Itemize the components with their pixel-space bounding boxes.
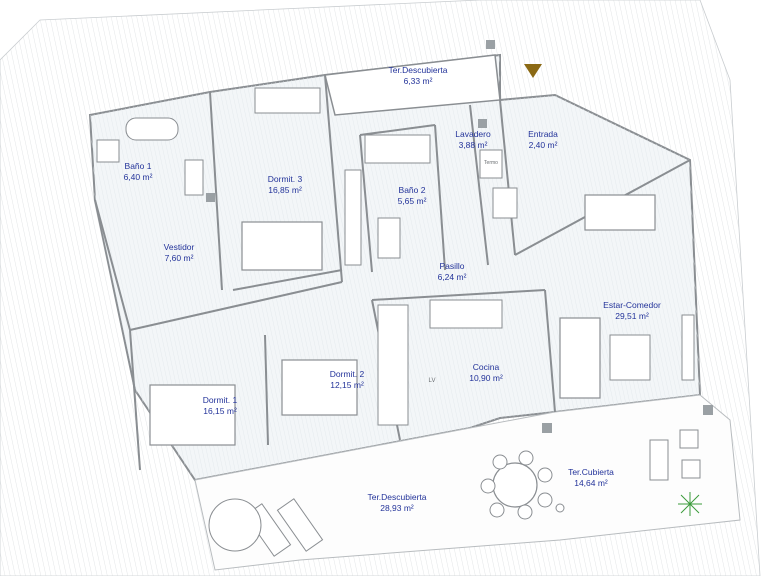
entrance-marker-icon: [524, 64, 542, 78]
room-area: 14,64 m²: [574, 478, 608, 488]
bathtub-1: [125, 117, 179, 141]
room-name: Dormit. 1: [202, 395, 238, 405]
room-name: Pasillo: [439, 261, 465, 271]
room-name: Baño 1: [124, 161, 152, 171]
shower-1: [96, 139, 120, 163]
wardrobe-dormit-3: [344, 169, 362, 266]
room-area: 6,24 m²: [437, 272, 467, 282]
umbrella: [208, 498, 262, 552]
room-label-estar-comedor: Estar-Comedor 29,51 m²: [603, 300, 661, 322]
room-label-ter-cubierta: Ter.Cubierta 14,64 m²: [568, 467, 614, 489]
room-label-lavadero: Lavadero 3,88 m²: [455, 129, 490, 151]
room-label-dormit-2: Dormit. 2 12,15 m²: [330, 369, 364, 391]
kitchen-island: [429, 299, 503, 329]
columns: [206, 40, 713, 433]
room-label-cocina: Cocina 10,90 m²: [469, 362, 503, 384]
room-area: 3,88 m²: [458, 140, 488, 150]
covered-terrace-furniture: [649, 429, 701, 481]
room-area: 12,15 m²: [330, 380, 364, 390]
room-label-pasillo: Pasillo 6,24 m²: [438, 261, 467, 283]
room-area: 2,40 m²: [528, 140, 558, 150]
room-label-dormit-3: Dormit. 3 16,85 m²: [268, 174, 302, 196]
lower-terrace: [194, 394, 741, 571]
vanity-1: [184, 159, 204, 196]
room-name: Estar-Comedor: [603, 300, 661, 310]
dining-table: [584, 194, 656, 231]
room-name: Vestidor: [163, 242, 195, 252]
room-area: 16,85 m²: [268, 185, 302, 195]
room-label-ter-descubierta-upper: Ter.Descubierta 6,33 m²: [388, 65, 447, 87]
termo-label: Termo: [484, 160, 498, 166]
planter: [555, 503, 565, 513]
room-area: 6,33 m²: [403, 76, 433, 86]
shower-2: [364, 134, 431, 164]
tv-unit: [681, 314, 695, 381]
room-area: 5,65 m²: [397, 196, 427, 206]
room-area: 29,51 m²: [615, 311, 649, 321]
bed-dormit-1: [149, 384, 236, 446]
coffee-table: [609, 334, 651, 381]
room-name: Entrada: [528, 129, 558, 139]
round-table: [492, 462, 538, 508]
room-name: Baño 2: [398, 185, 426, 195]
room-label-bano-2: Baño 2 5,65 m²: [398, 185, 427, 207]
water-heater: [479, 149, 503, 179]
room-name: Ter.Descubierta: [388, 65, 448, 75]
lavavajillas-label: LV: [428, 378, 436, 384]
room-label-ter-descubierta-lower: Ter.Descubierta 28,93 m²: [367, 492, 426, 514]
bed-dormit-3: [241, 221, 323, 271]
interior-hatch: [90, 55, 700, 480]
room-area: 6,40 m²: [123, 172, 153, 182]
room-name: Dormit. 2: [329, 369, 365, 379]
terrace-chairs: [480, 450, 553, 520]
desk-dormit-3: [254, 87, 321, 114]
room-name: Ter.Descubierta: [367, 492, 427, 502]
room-label-dormit-1: Dormit. 1 16,15 m²: [203, 395, 237, 417]
room-label-entrada: Entrada 2,40 m²: [528, 129, 558, 151]
bed-dormit-2: [281, 359, 358, 416]
room-area: 10,90 m²: [469, 373, 503, 383]
room-label-vestidor: Vestidor 7,60 m²: [164, 242, 195, 264]
room-label-bano-1: Baño 1 6,40 m²: [124, 161, 153, 183]
kitchen-counter: [377, 304, 409, 426]
plant-icon: [678, 492, 702, 516]
room-area: 28,93 m²: [380, 503, 414, 513]
vanity-2: [377, 217, 401, 259]
washer: [492, 187, 518, 219]
room-area: 7,60 m²: [164, 253, 194, 263]
room-name: Ter.Cubierta: [568, 467, 614, 477]
room-name: Cocina: [472, 362, 500, 372]
room-name: Dormit. 3: [267, 174, 303, 184]
room-name: Lavadero: [455, 129, 491, 139]
sofa: [559, 317, 601, 399]
room-area: 16,15 m²: [203, 406, 237, 416]
